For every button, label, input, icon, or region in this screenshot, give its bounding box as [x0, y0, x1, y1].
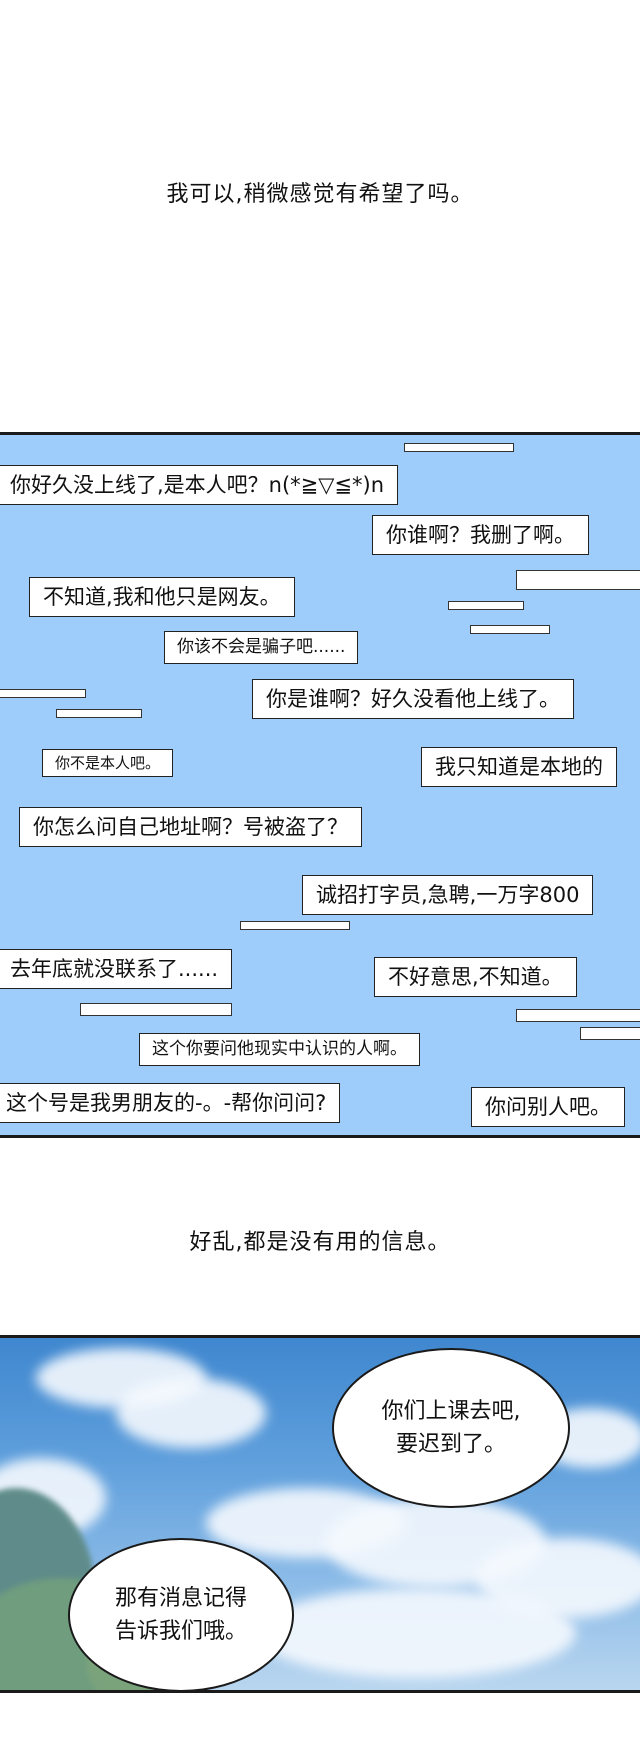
empty-message-bar [580, 1027, 640, 1040]
narration-middle: 好乱,都是没有用的信息。 [189, 1230, 451, 1255]
empty-message-bar [516, 1009, 640, 1022]
sky-scene-panel: 你们上课去吧, 要迟到了。 那有消息记得 告诉我们哦。 [0, 1335, 640, 1693]
empty-message-bar [80, 1003, 232, 1016]
empty-message-bar [470, 625, 550, 634]
bubble-text-line: 要迟到了。 [395, 1432, 506, 1457]
empty-message-bar [56, 709, 142, 718]
chat-message: 去年底就没联系了...... [0, 949, 233, 990]
chat-message: 你该不会是骗子吧...... [164, 631, 359, 664]
chat-message: 你是谁啊？好久没看他上线了。 [252, 679, 574, 720]
empty-message-bar [240, 921, 350, 930]
chat-message: 这个号是我男朋友的-。-帮你问问? [0, 1083, 341, 1124]
bubble-text-line: 那有消息记得 [114, 1586, 247, 1611]
empty-message-bar [0, 689, 86, 698]
cloud [116, 1378, 266, 1448]
chat-message: 我只知道是本地的 [421, 747, 617, 788]
speech-bubble: 你们上课去吧, 要迟到了。 [332, 1348, 570, 1508]
chat-message: 你问别人吧。 [471, 1087, 625, 1128]
chat-message: 不好意思,不知道。 [374, 957, 577, 998]
bubble-text-line: 告诉我们哦。 [114, 1619, 247, 1644]
chat-message: 这个你要问他现实中认识的人啊。 [139, 1033, 420, 1066]
empty-message-bar [404, 443, 514, 452]
chat-message: 你怎么问自己地址啊？号被盗了？ [19, 807, 362, 848]
empty-message-bar [448, 601, 524, 610]
chat-message: 诚招打字员,急聘,一万字800 [302, 875, 594, 916]
cloud [256, 1588, 576, 1678]
bubble-text-line: 你们上课去吧, [381, 1399, 521, 1424]
narration-top: 我可以,稍微感觉有希望了吗。 [166, 182, 474, 207]
chat-message: 你谁啊？我删了啊。 [372, 515, 589, 556]
chat-message-panel: 你好久没上线了,是本人吧？n(*≧▽≦*)n 你谁啊？我删了啊。 不知道,我和他… [0, 432, 640, 1138]
empty-message-bar [516, 570, 640, 590]
chat-message: 你好久没上线了,是本人吧？n(*≧▽≦*)n [0, 465, 399, 506]
speech-bubble: 那有消息记得 告诉我们哦。 [68, 1538, 294, 1690]
chat-message: 不知道,我和他只是网友。 [29, 577, 295, 618]
chat-message: 你不是本人吧。 [42, 749, 174, 778]
